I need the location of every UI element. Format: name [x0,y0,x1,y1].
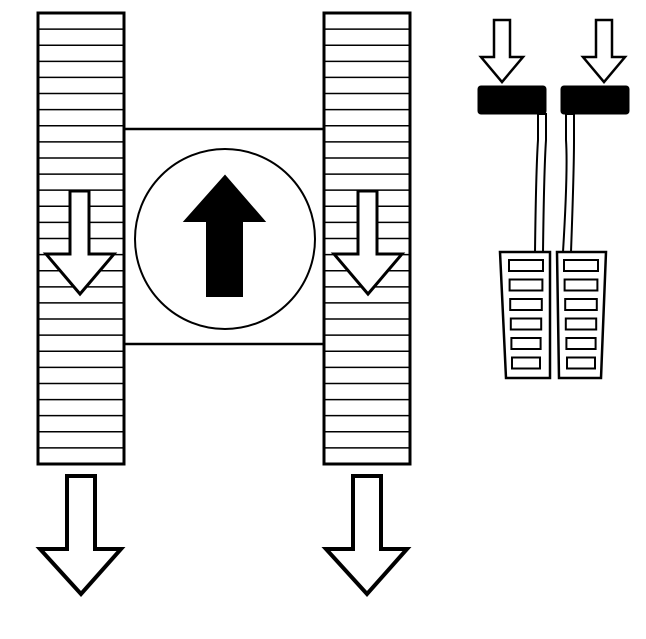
pedal-slot [510,337,542,350]
forward-arrow-icon [182,174,267,297]
right-reverse-arrow-icon [321,474,412,597]
left-track [36,11,126,466]
pedal-slot [509,298,543,311]
right-pedal-cap [560,85,630,115]
pedal-slot [563,259,599,272]
left-pedal-slots [508,259,544,370]
travel-pedals [477,18,630,380]
left-pedal-lever [533,113,547,253]
right-track-down-arrow-icon [330,189,406,297]
pedal-slot [563,278,599,292]
left-track-treads [38,28,124,449]
left-reverse-arrow-icon [35,474,126,597]
right-pedal-press-arrow-icon [580,18,628,84]
left-pedal-cap [477,85,547,115]
right-track [322,11,412,466]
pedal-slot [508,278,544,292]
right-pedal-slots [563,259,599,370]
pedal-slot [509,317,543,331]
pedal-slot [564,317,598,331]
right-pedal-lever [561,113,575,253]
pedal-slot [564,298,598,311]
pedal-slot [566,356,596,370]
machine-body [122,127,326,346]
pedal-slot [508,259,544,272]
left-pedal-press-arrow-icon [478,18,526,84]
pedal-slot [511,356,541,370]
left-track-down-arrow-icon [42,189,118,297]
pedal-slot [565,337,597,350]
